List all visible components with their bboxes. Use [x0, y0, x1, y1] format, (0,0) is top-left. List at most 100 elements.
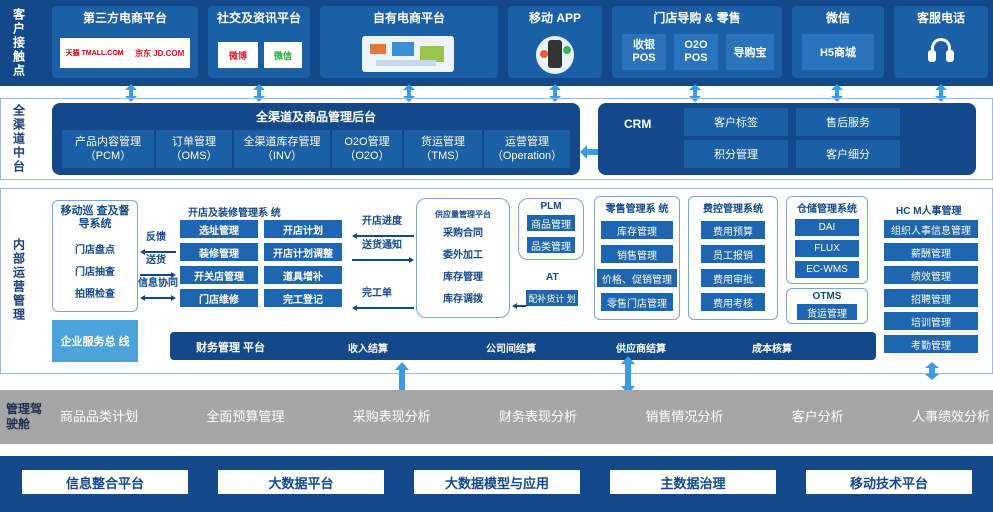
- hcm-item[interactable]: 薪酬管理: [884, 243, 978, 261]
- store-item[interactable]: 装修管理: [180, 243, 258, 261]
- supply-item: 委外加工: [443, 249, 483, 261]
- arrow-left-icon: [140, 242, 176, 255]
- arrow-right-icon: [352, 250, 414, 263]
- retail-system[interactable]: 零售管理系 统 库存管理 销售管理 价格、促销管理 零售门店管理: [594, 196, 680, 320]
- finance-item: 收入结算: [348, 344, 388, 355]
- module-pcm[interactable]: 产品内容管理（PCM）: [62, 130, 154, 168]
- finance-title: 财务管理 平台: [196, 342, 266, 354]
- cockpit-item[interactable]: 销售情况分析: [645, 409, 724, 424]
- platform-item[interactable]: 大数据平台: [218, 470, 384, 494]
- flow-label: 反馈: [146, 232, 166, 243]
- store-item[interactable]: 完工登记: [264, 289, 342, 307]
- cost-item[interactable]: 费用考核: [701, 293, 765, 311]
- cockpit-item[interactable]: 人事绩效分析: [911, 409, 990, 424]
- finance-platform[interactable]: [170, 332, 876, 360]
- finance-item: 供应商结算: [616, 344, 666, 355]
- cockpit-side-label: 管理驾驶舱: [6, 402, 43, 431]
- retail-item[interactable]: 零售门店管理: [601, 293, 673, 311]
- channel-social[interactable]: 社交及资讯平台 微博 微信: [208, 6, 310, 78]
- module-inv[interactable]: 全渠道库存管理（INV）: [234, 130, 330, 168]
- plm-item[interactable]: 品类管理: [527, 237, 575, 253]
- module-operation[interactable]: 运营管理（Operation）: [484, 130, 570, 168]
- hcm-item[interactable]: 组织人事信息管理: [884, 220, 978, 238]
- module-tms[interactable]: 货运管理（TMS）: [404, 130, 482, 168]
- crm-segmentation[interactable]: 客户细分: [796, 140, 900, 168]
- store-item[interactable]: 门店维修: [180, 289, 258, 307]
- double-arrow-icon: [394, 362, 410, 400]
- crm-customer-tags[interactable]: 客户标签: [684, 108, 788, 136]
- enterprise-service-bus[interactable]: 企业服务总 线: [52, 320, 138, 362]
- finance-item: 成本核算: [752, 344, 792, 355]
- retail-item[interactable]: 销售管理: [601, 245, 673, 263]
- cockpit-item[interactable]: 财务表现分析: [498, 409, 577, 424]
- cockpit-item[interactable]: 全面预算管理: [206, 409, 285, 424]
- hcm-item[interactable]: 绩效管理: [884, 266, 978, 284]
- at-item[interactable]: 配补货计 划: [526, 290, 578, 306]
- plm-box[interactable]: PLM 商品管理 品类管理: [518, 198, 584, 260]
- crm-after-sales[interactable]: 售后服务: [796, 108, 900, 136]
- double-arrow-icon: [828, 84, 846, 102]
- cockpit-item[interactable]: 商品品类计划: [60, 409, 139, 424]
- platform-item[interactable]: 移动技术平台: [806, 470, 972, 494]
- store-item[interactable]: 开关店管理: [180, 266, 258, 284]
- arrow-both-icon: [140, 288, 176, 301]
- supply-item: 采购合同: [443, 227, 483, 239]
- channel-own-ecommerce[interactable]: 自有电商平台: [320, 6, 498, 78]
- channel-store-retail[interactable]: 门店导购 & 零售 收银 POS O2O POS 导购宝: [612, 6, 782, 78]
- retail-item[interactable]: 价格、促销管理: [597, 269, 677, 287]
- arrow-left-icon: [352, 226, 414, 239]
- finance-item: 公司间结算: [486, 344, 536, 355]
- store-opening-title: 开店及装修管理系 统: [188, 208, 281, 219]
- otms-box[interactable]: OTMS 货运管理: [786, 288, 868, 324]
- channel-third-party[interactable]: 第三方电商平台 天猫 TMALL.COM 京东 JD.COM: [52, 6, 198, 78]
- retail-item[interactable]: 库存管理: [601, 221, 673, 239]
- o2o-pos-button[interactable]: O2O POS: [674, 34, 718, 70]
- otms-item[interactable]: 货运管理: [797, 304, 857, 320]
- wms-item[interactable]: FLUX: [795, 240, 859, 257]
- double-arrow-icon: [122, 84, 140, 102]
- channel-wechat[interactable]: 微信 H5商城: [792, 6, 884, 78]
- wechat-icon: 微信: [264, 42, 302, 68]
- wms-system[interactable]: 仓储管理系统 DAI FLUX EC-WMS: [786, 196, 868, 284]
- omni-backend-title: 全渠道及商品管理后台: [255, 109, 376, 124]
- supply-item: 库存管理: [443, 271, 483, 283]
- patrol-system[interactable]: 移动巡 查及督导系统 门店盘点 门店抽查 拍照检查: [52, 200, 138, 312]
- h5-mall-button[interactable]: H5商城: [802, 34, 874, 70]
- store-item[interactable]: 道具增补: [264, 266, 342, 284]
- cost-item[interactable]: 费用预算: [701, 221, 765, 239]
- hcm-item[interactable]: 培训管理: [884, 312, 978, 330]
- store-flow-label: 开店进度: [362, 216, 402, 227]
- hcm-title: HC M人事管理: [896, 206, 962, 217]
- hcm-item[interactable]: 招聘管理: [884, 289, 978, 307]
- hcm-item[interactable]: 考勤管理: [884, 335, 978, 353]
- cockpit-item[interactable]: 客户分析: [791, 409, 844, 424]
- patrol-item: 拍照检查: [75, 288, 115, 300]
- store-item[interactable]: 开店计划: [264, 220, 342, 238]
- cost-item[interactable]: 员工报销: [701, 245, 765, 263]
- plm-item[interactable]: 商品管理: [527, 215, 575, 231]
- double-arrow-icon: [686, 84, 704, 102]
- module-o2o[interactable]: O2O管理（O2O）: [332, 130, 402, 168]
- tmall-logo: 天猫 TMALL.COM: [65, 50, 124, 57]
- platform-item[interactable]: 主数据治理: [610, 470, 776, 494]
- channel-service-phone[interactable]: 客服电话: [894, 6, 988, 78]
- channel-mobile-app[interactable]: 移动 APP: [508, 6, 602, 78]
- wms-item[interactable]: DAI: [795, 219, 859, 236]
- platform-item[interactable]: 大数据模型与应用: [414, 470, 580, 494]
- cost-item[interactable]: 费用审批: [701, 269, 765, 287]
- store-item[interactable]: 选址管理: [180, 220, 258, 238]
- supply-chain-platform[interactable]: 供应量管理平台 采购合同 委外加工 库存管理 库存调拨: [416, 198, 510, 318]
- omni-side-label: 全渠道中台: [11, 104, 26, 174]
- pos-button[interactable]: 收银 POS: [622, 34, 666, 70]
- double-arrow-icon: [620, 356, 636, 394]
- double-arrow-icon: [250, 84, 268, 102]
- headset-icon: [928, 36, 954, 68]
- crm-points[interactable]: 积分管理: [684, 140, 788, 168]
- store-item[interactable]: 开店计划调整: [264, 243, 342, 261]
- module-oms[interactable]: 订单管理（OMS）: [156, 130, 232, 168]
- cost-control-system[interactable]: 费控管理系统 费用预算 员工报销 费用审批 费用考核: [688, 196, 778, 320]
- platform-item[interactable]: 信息整合平台: [22, 470, 188, 494]
- wms-item[interactable]: EC-WMS: [795, 261, 859, 278]
- cockpit-item[interactable]: 采购表现分析: [352, 409, 431, 424]
- shopping-guide-button[interactable]: 导购宝: [726, 34, 774, 70]
